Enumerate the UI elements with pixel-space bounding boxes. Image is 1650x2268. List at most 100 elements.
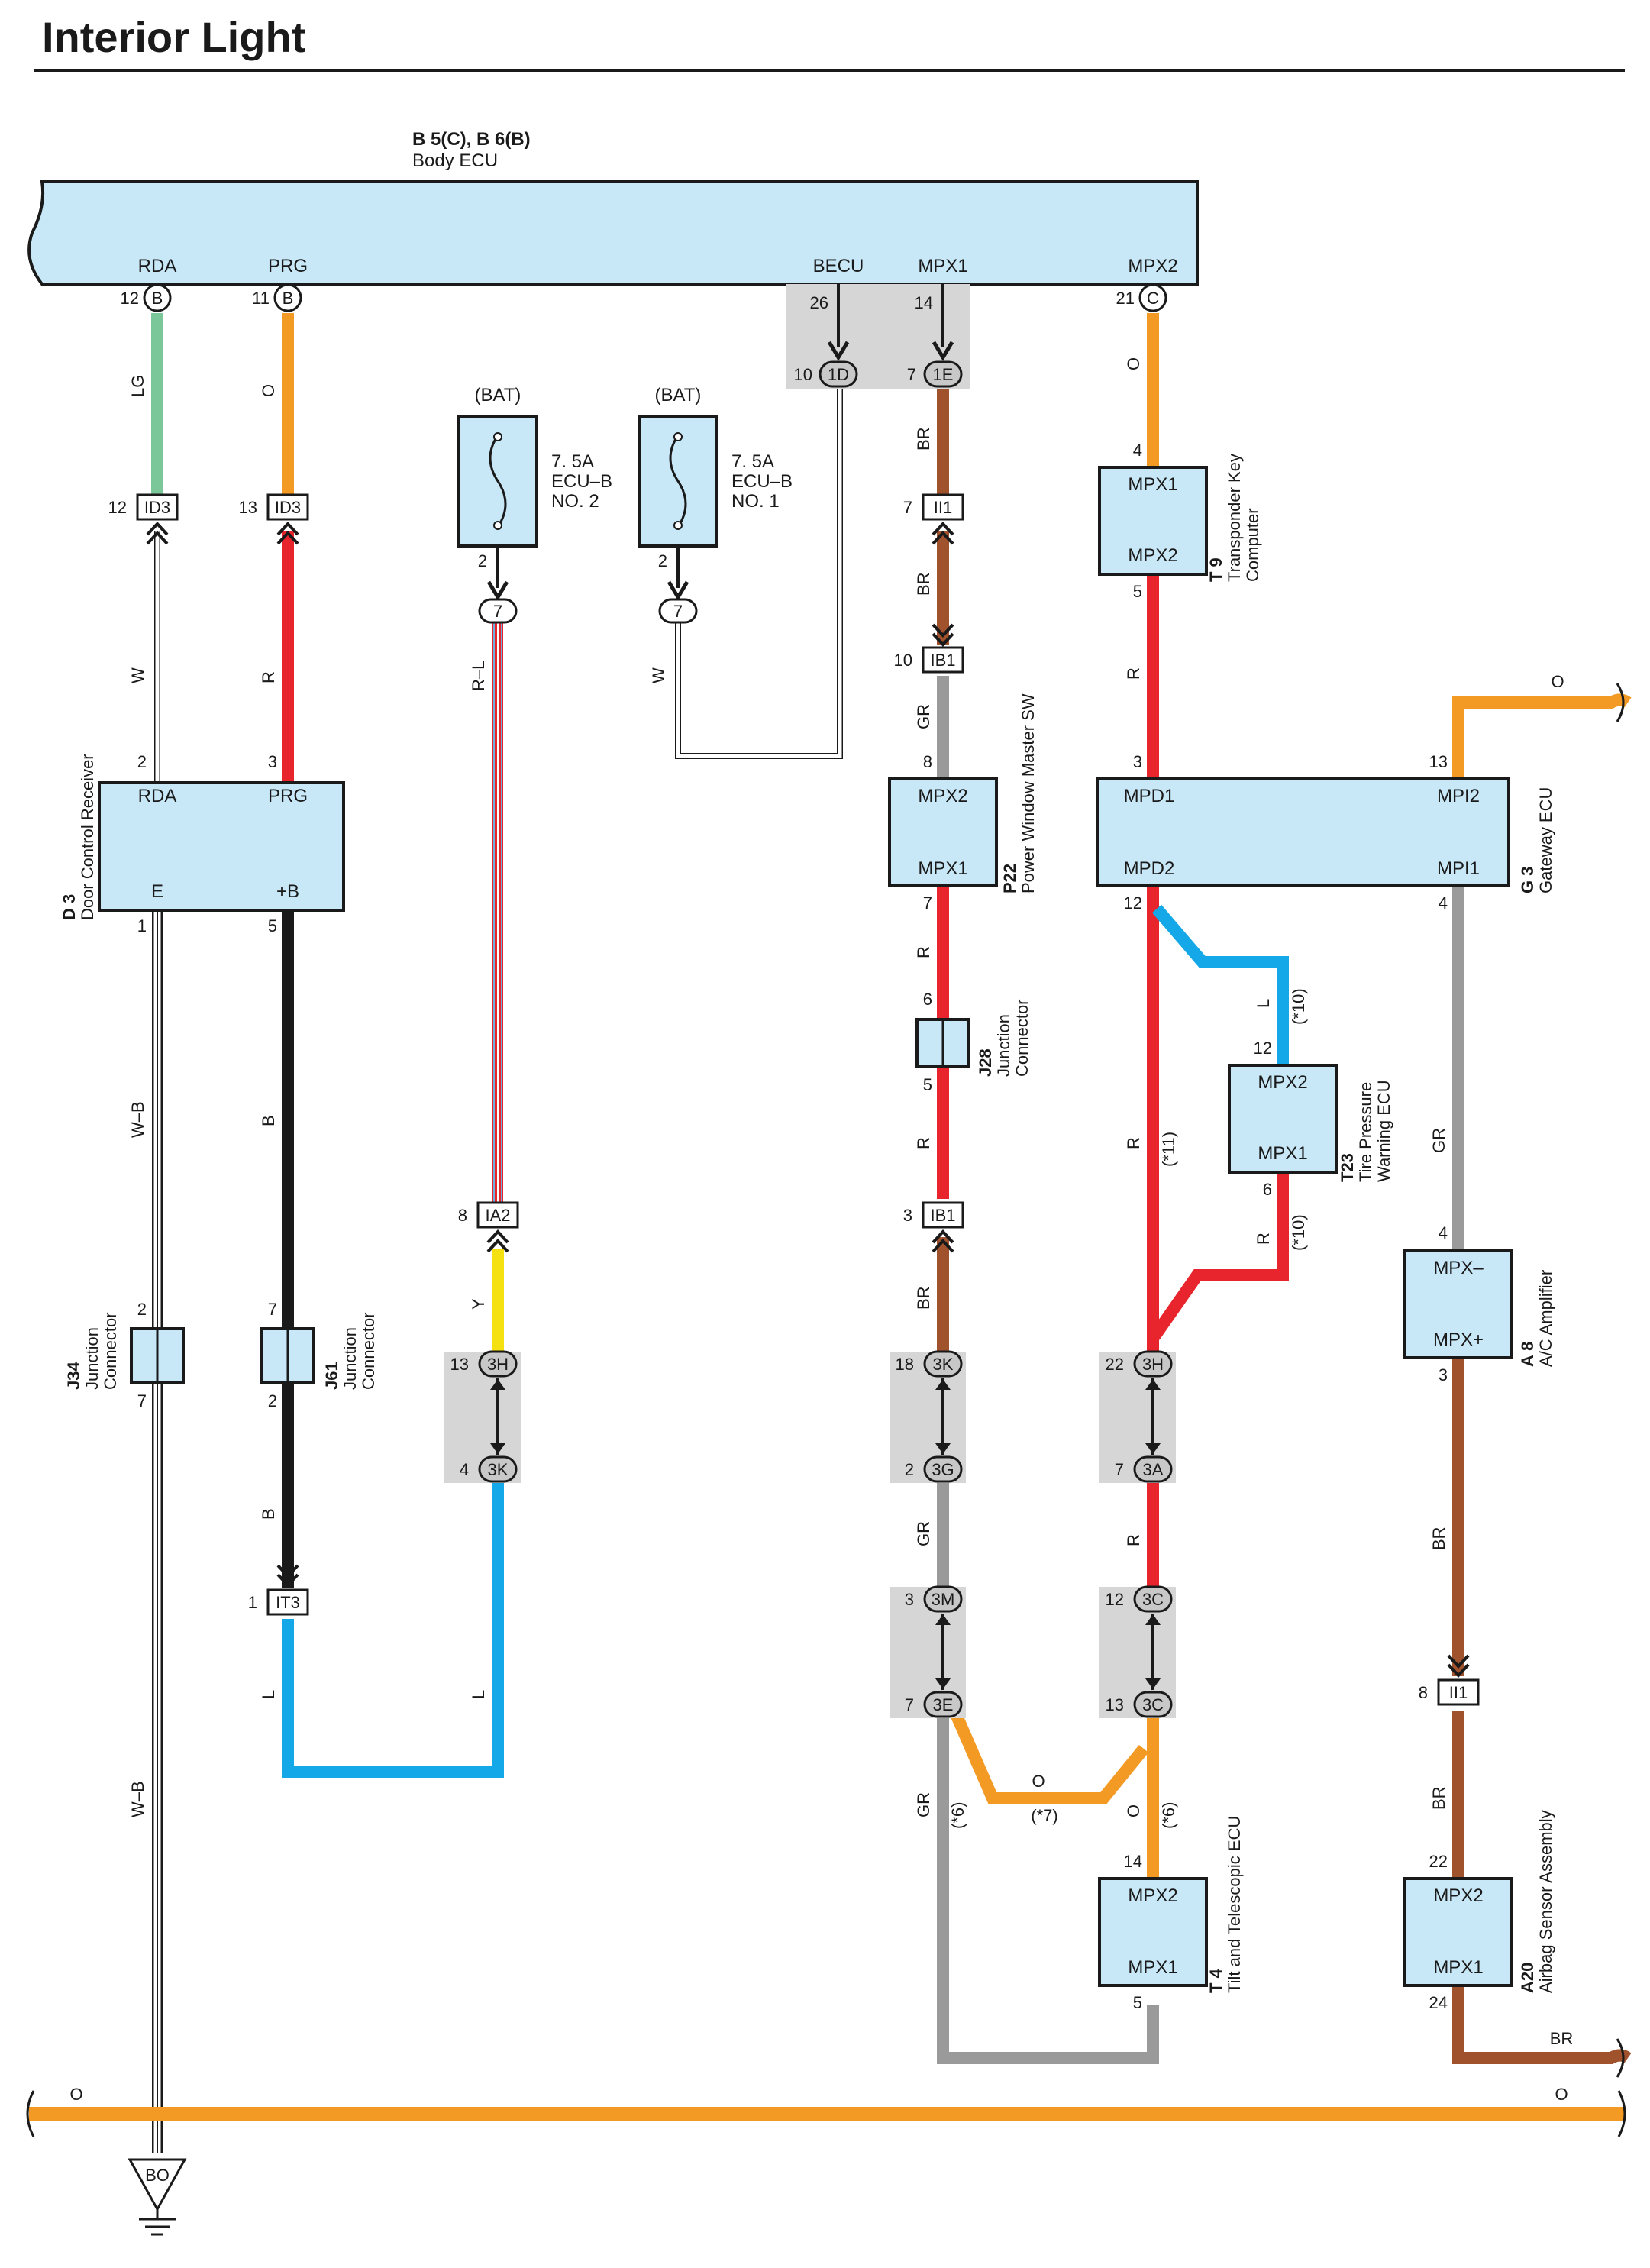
fuse2-l3: NO. 2 [551,491,599,512]
component-d3: RDA PRG E +B 2 3 1 5 D 3 Door Control Re… [60,752,345,935]
svg-text:3: 3 [1439,1365,1448,1384]
conn-id3b: ID3 [275,498,301,517]
component-t9: MPX1 MPX2 4 5 T 9 Transponder Key Comput… [1098,441,1262,601]
svg-text:12: 12 [1106,1590,1124,1609]
svg-text:R: R [914,946,933,958]
svg-text:Junction: Junction [341,1327,360,1390]
svg-text:2: 2 [268,1391,277,1410]
wire-rl [492,622,503,1203]
wire-br-right [1452,1985,1632,2064]
break-br [1616,2038,1625,2078]
conn-ii1b: II1 [1449,1683,1468,1702]
conn-ib1b: IB1 [930,1206,955,1225]
pin-conn-rda: B [152,289,163,308]
pin-num-ib1a: 10 [894,651,912,670]
body-ecu: B 5(C), B 6(B) Body ECU RDA PRG BECU MPX… [27,129,1199,286]
svg-text:B: B [259,1115,278,1126]
svg-text:GR: GR [1429,1128,1448,1153]
pin-num-ia2: 8 [458,1206,467,1225]
svg-text:BR: BR [914,427,933,451]
svg-text:(*7): (*7) [1031,1806,1057,1825]
pin-conn-prg: B [283,289,294,308]
wire-r-t23 [1149,1172,1289,1340]
svg-text:3C: 3C [1142,1590,1164,1609]
svg-text:MPX1: MPX1 [1258,1143,1307,1164]
pin-num-ii1b: 8 [1419,1683,1428,1702]
svg-text:R: R [1124,1534,1143,1546]
svg-text:R–L: R–L [469,661,488,691]
connector-pairs: 3H 13 3K 4 3K 18 3G 2 3M 3 3E 7 3H 22 [444,1350,1176,1718]
break-left [26,2090,35,2137]
fuse1-conn: 7 [673,602,683,621]
conn-box-id3b [266,493,309,521]
svg-text:3A: 3A [1143,1460,1164,1479]
conn-pill-1d [819,360,858,388]
svg-text:22: 22 [1106,1355,1124,1374]
fuse2-bat: (BAT) [475,385,521,405]
svg-text:J28: J28 [976,1048,995,1077]
svg-text:E: E [151,881,163,902]
component-p22: MPX2 MPX1 8 7 P22 Power Window Master SW [888,693,1038,913]
component-g3: MPD1 MPI2 MPD2 MPI1 3 13 12 4 G 3 Gatewa… [1096,752,1555,913]
svg-text:Connector: Connector [359,1312,378,1390]
svg-text:L: L [469,1690,488,1699]
svg-text:GR: GR [914,1792,933,1817]
svg-text:L: L [1254,999,1273,1008]
svg-text:R: R [1254,1233,1273,1245]
svg-text:7: 7 [923,893,932,913]
svg-text:B: B [259,1508,278,1520]
svg-text:Tilt and Telescopic ECU: Tilt and Telescopic ECU [1225,1816,1244,1993]
svg-text:2: 2 [137,1300,147,1319]
conn-it3: IT3 [276,1593,300,1612]
svg-text:(*6): (*6) [948,1802,967,1829]
body-ecu-name: Body ECU [412,150,498,171]
svg-text:MPX2: MPX2 [1128,545,1177,566]
svg-text:6: 6 [1263,1180,1272,1199]
svg-text:Power Window Master SW: Power Window Master SW [1019,693,1038,893]
pin-num-1e: 7 [907,365,916,384]
svg-text:4: 4 [1439,1223,1448,1242]
fuse1-bat: (BAT) [655,385,702,405]
svg-text:3H: 3H [1142,1355,1164,1374]
component-a20: MPX2 MPX1 22 24 A20 Airbag Sensor Assemb… [1403,1810,1555,2012]
pin-label-rda: RDA [138,256,177,276]
svg-text:4: 4 [1133,441,1142,460]
svg-text:5: 5 [1133,1993,1142,2012]
svg-text:Gateway ECU: Gateway ECU [1536,787,1555,893]
svg-text:Connector: Connector [101,1312,120,1390]
pin-circle-prg [273,283,302,312]
wire-l-t23 [1151,904,1289,1065]
fuse1-pin: 2 [658,551,667,570]
conn-ii1a: II1 [934,498,952,517]
svg-text:MPD2: MPD2 [1124,858,1175,879]
svg-text:T 4: T 4 [1206,1968,1225,1993]
wire-gr-t4 [937,1718,1159,2064]
svg-text:Connector: Connector [1012,999,1032,1077]
conn-box-ii1b [1437,1678,1480,1706]
svg-text:O: O [1551,672,1564,691]
svg-text:6: 6 [923,990,932,1009]
svg-text:4: 4 [1439,893,1448,913]
component-j61: 7 2 J61 Junction Connector [260,1300,378,1410]
svg-text:MPX2: MPX2 [1433,1885,1483,1906]
svg-text:Computer: Computer [1243,508,1262,582]
conn-box-it3 [266,1588,309,1616]
fuse2-l2: ECU–B [551,471,612,492]
svg-text:7: 7 [137,1391,147,1410]
d3-name: Door Control Receiver [78,754,97,920]
svg-text:3: 3 [268,752,277,771]
conn-ib1a: IB1 [930,651,955,670]
svg-text:O: O [69,2085,82,2104]
svg-text:O: O [1555,2085,1568,2104]
component-j28: 6 5 J28 Junction Connector [915,990,1032,1094]
svg-text:13: 13 [450,1355,469,1374]
pin-num-1d: 10 [794,365,812,384]
svg-text:W: W [649,667,668,683]
wires [29,313,1632,2153]
svg-text:3C: 3C [1142,1695,1164,1714]
pin-circle-rda [143,283,172,312]
svg-text:LG: LG [128,375,147,397]
break-mpi2 [1616,683,1625,722]
svg-text:13: 13 [1106,1695,1124,1714]
svg-text:P22: P22 [1000,864,1019,893]
